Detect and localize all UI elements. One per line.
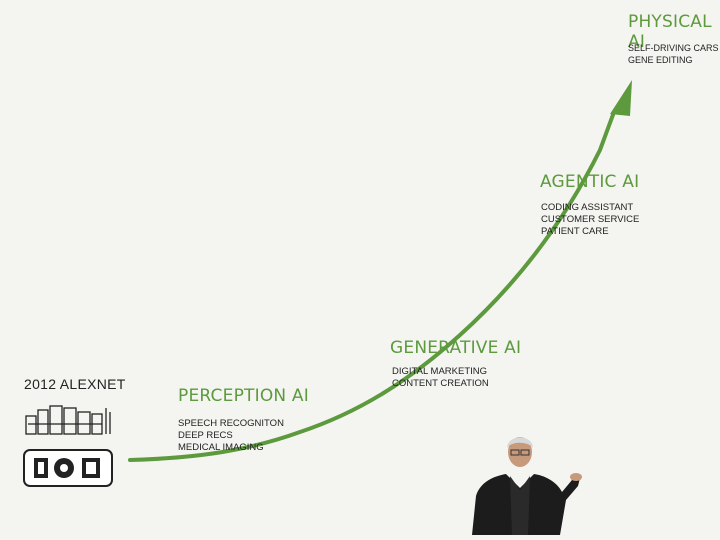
stage-items-generative: DIGITAL MARKETING CONTENT CREATION bbox=[392, 366, 489, 390]
stage-title-physical: PHYSICAL AI bbox=[628, 12, 712, 52]
stage-item: SELF-DRIVING CARS bbox=[628, 43, 719, 53]
stage-item: CUSTOMER SERVICE bbox=[541, 214, 640, 225]
stage-title-agentic: AGENTIC AI bbox=[540, 172, 640, 192]
neural-net-chip-icon bbox=[23, 449, 113, 487]
stage-item: GENE EDITING bbox=[628, 55, 693, 65]
stage-item: DEEP RECS bbox=[178, 430, 233, 441]
stage-item: SPEECH RECOGNITON bbox=[178, 418, 284, 429]
arrow-head-icon bbox=[610, 80, 632, 116]
stage-title-perception: PERCEPTION AI bbox=[178, 386, 309, 406]
stage-item: DIGITAL MARKETING bbox=[392, 366, 488, 377]
growth-curve-line bbox=[128, 110, 616, 462]
stage-items-physical: SELF-DRIVING CARS GENE EDITING bbox=[628, 42, 719, 66]
stage-item: MEDICAL IMAGING bbox=[178, 442, 264, 453]
alexnet-layers-icon bbox=[25, 405, 111, 435]
stage-item: PATIENT CARE bbox=[541, 226, 609, 237]
stage-title-generative: GENERATIVE AI bbox=[390, 338, 522, 358]
presenter-image bbox=[472, 437, 582, 535]
start-label: 2012 ALEXNET bbox=[24, 376, 126, 392]
stage-items-perception: SPEECH RECOGNITON DEEP RECS MEDICAL IMAG… bbox=[178, 418, 284, 454]
stage-items-agentic: CODING ASSISTANT CUSTOMER SERVICE PATIEN… bbox=[541, 202, 639, 238]
stage-item: CODING ASSISTANT bbox=[541, 202, 634, 213]
stage-item: CONTENT CREATION bbox=[392, 378, 489, 389]
